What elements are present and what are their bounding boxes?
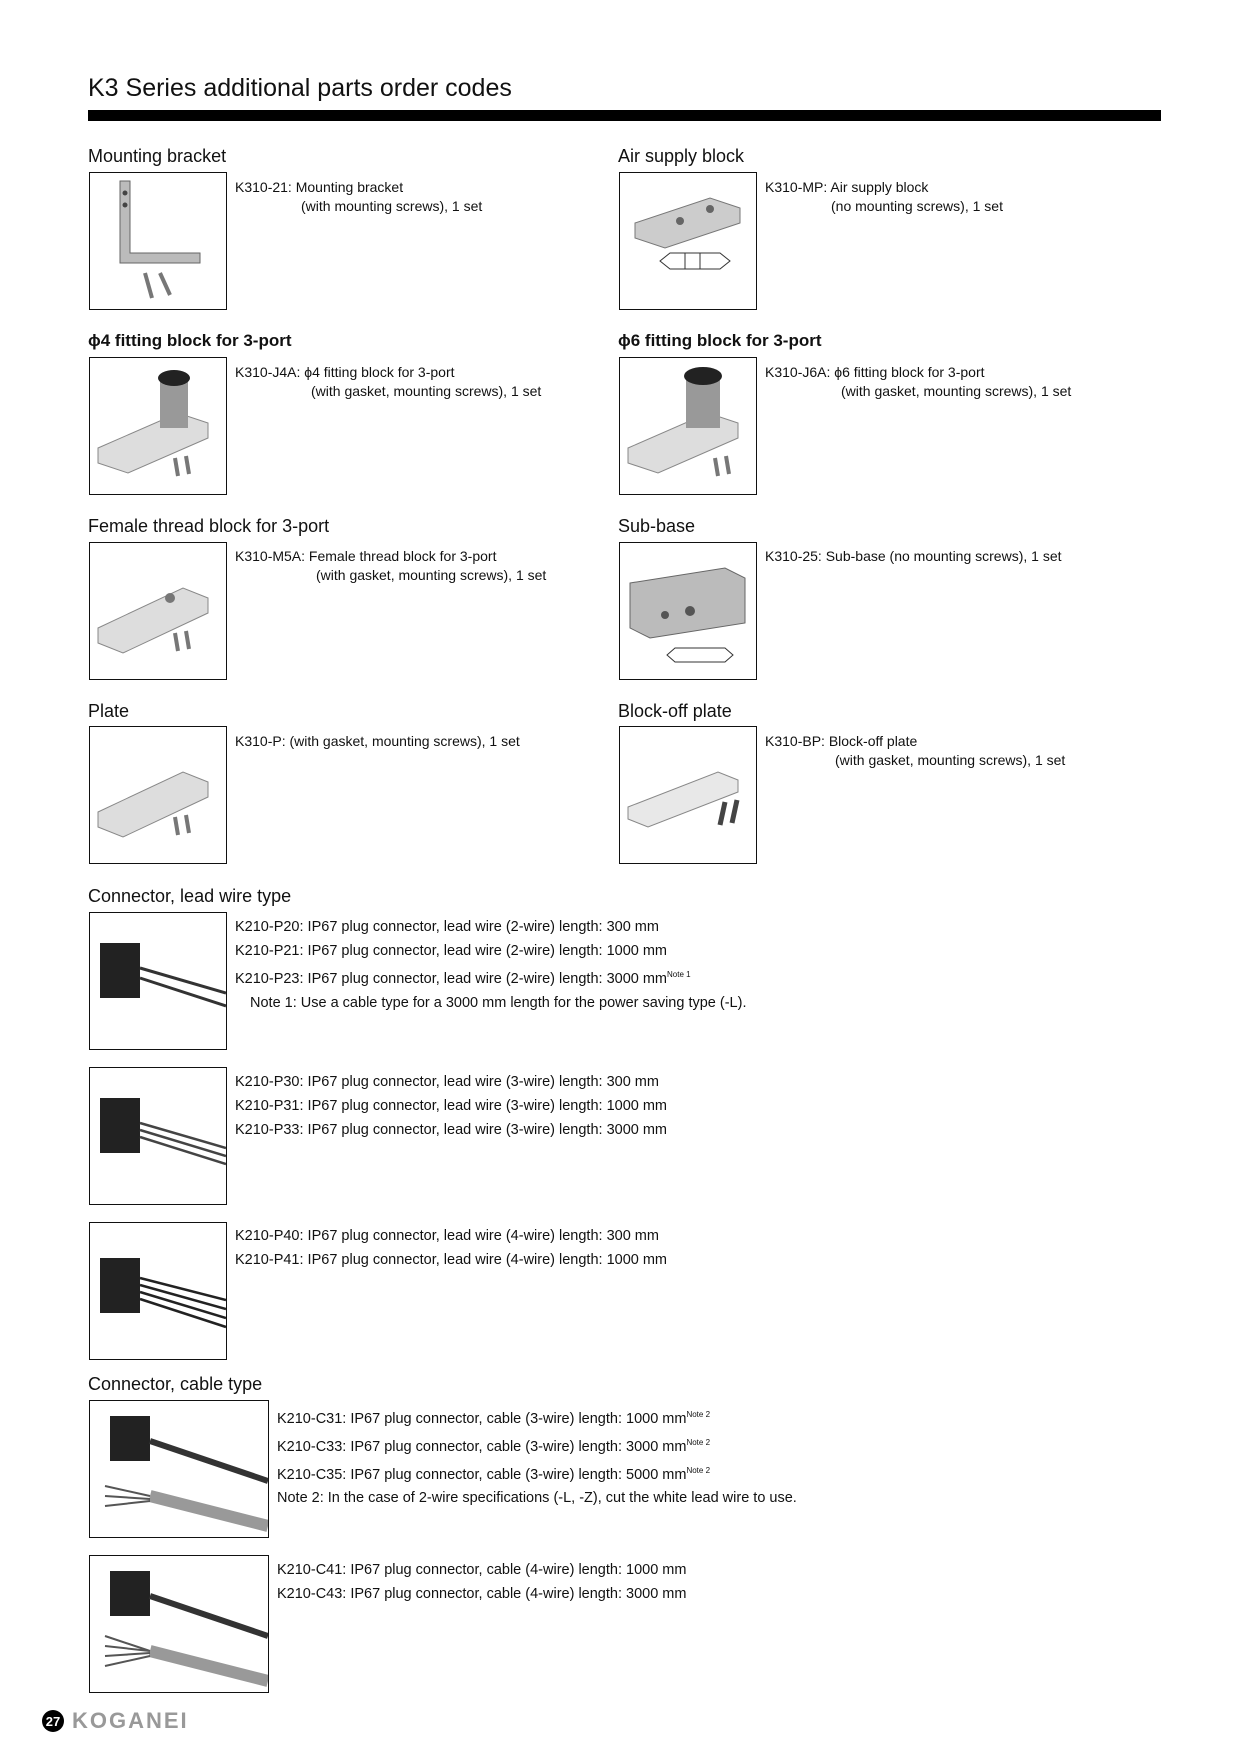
order-line: K210-C41: IP67 plug connector, cable (4-… (277, 1562, 687, 1578)
order-line: K310-21: Mounting bracket (235, 179, 404, 195)
air-supply-block-image (619, 172, 757, 310)
order-line: (with gasket, mounting screws), 1 set (841, 383, 1072, 399)
phi4-fitting-block-image (89, 357, 227, 495)
lead-4wire-image (89, 1222, 227, 1360)
female-thread-block-image (89, 542, 227, 680)
heading-sub-base: Sub-base (618, 516, 696, 536)
order-line: (with mounting screws), 1 set (301, 198, 483, 214)
note-2: Note 2: In the case of 2-wire specificat… (277, 1490, 797, 1507)
page-number: 27 (42, 1710, 64, 1732)
page-title: K3 Series additional parts order codes (88, 74, 512, 102)
heading-air-supply-block: Air supply block (618, 146, 745, 166)
plate-image (89, 726, 227, 864)
order-line-text: K210-C35: IP67 plug connector, cable (3-… (277, 1466, 687, 1483)
order-line: K310-M5A: Female thread block for 3-port (235, 548, 497, 564)
block-off-plate-image (619, 726, 757, 864)
order-line-text: K210-C33: IP67 plug connector, cable (3-… (277, 1438, 687, 1455)
phi4-fitting-block-desc: K310-J4A: ϕ4 fitting block for 3-port (wi… (235, 363, 541, 401)
order-line: K310-MP: Air supply block (765, 179, 929, 195)
footer: 27 KOGANEI (42, 1708, 189, 1734)
lead-2wire-list: K210-P20: IP67 plug connector, lead wire… (235, 915, 746, 1015)
order-line: K210-P41: IP67 plug connector, lead wire… (235, 1252, 668, 1268)
order-line: K310-25: Sub-base (no mounting screws), … (765, 548, 1062, 564)
note-ref: Note 2 (686, 1410, 711, 1419)
plate-desc: K310-P: (with gasket, mounting screws), … (235, 732, 520, 751)
order-line: K310-P: (with gasket, mounting screws), … (235, 733, 520, 749)
order-line: K310-BP: Block-off plate (765, 733, 918, 749)
order-line: K210-P31: IP67 plug connector, lead wire… (235, 1098, 668, 1114)
air-supply-block-desc: K310-MP: Air supply block (no mounting sc… (765, 178, 1003, 216)
order-line: K210-P21: IP67 plug connector, lead wire… (235, 943, 668, 959)
order-line: K210-C31: IP67 plug connector, cable (3-… (277, 1403, 797, 1431)
heading-mounting-bracket: Mounting bracket (88, 146, 227, 166)
brand-logo: KOGANEI (72, 1708, 189, 1733)
note-ref: Note 1 (667, 970, 691, 979)
sub-base-desc: K310-25: Sub-base (no mounting screws), … (765, 547, 1062, 566)
cable-4wire-image (89, 1555, 270, 1693)
order-line: K310-J4A: ϕ4 fitting block for 3-port (235, 364, 455, 380)
order-line: K210-P23: IP67 plug connector, lead wire… (235, 963, 746, 991)
female-thread-block-desc: K310-M5A: Female thread block for 3-port… (235, 547, 546, 585)
order-line: K210-C35: IP67 plug connector, cable (3-… (277, 1459, 797, 1487)
heading-plate: Plate (88, 701, 130, 721)
heading-phi4-fitting-block: ϕ4 fitting block for 3-port (88, 331, 292, 350)
lead-4wire-list: K210-P40: IP67 plug connector, lead wire… (235, 1224, 667, 1272)
order-line: K210-P33: IP67 plug connector, lead wire… (235, 1122, 668, 1138)
heading-phi6-fitting-block: ϕ6 fitting block for 3-port (618, 331, 822, 350)
cable-4wire-list: K210-C41: IP67 plug connector, cable (4-… (277, 1558, 686, 1606)
phi6-fitting-block-desc: K310-J6A: ϕ6 fitting block for 3-port (wi… (765, 363, 1071, 401)
title-rule (88, 110, 1161, 121)
order-line: (with gasket, mounting screws), 1 set (835, 752, 1066, 768)
order-line: (with gasket, mounting screws), 1 set (316, 567, 547, 583)
order-line-text: K210-P23: IP67 plug connector, lead wire… (235, 970, 668, 987)
order-line: K310-J6A: ϕ6 fitting block for 3-port (765, 364, 985, 380)
heading-block-off-plate: Block-off plate (618, 701, 732, 721)
note-ref: Note 2 (686, 1465, 711, 1475)
order-line: K210-P40: IP67 plug connector, lead wire… (235, 1228, 659, 1244)
order-line: K210-C33: IP67 plug connector, cable (3-… (277, 1431, 797, 1459)
heading-cable-connector: Connector, cable type (88, 1374, 263, 1394)
order-line: K210-C43: IP67 plug connector, cable (4-… (277, 1586, 687, 1602)
order-line-text: K210-C31: IP67 plug connector, cable (3-… (277, 1410, 687, 1427)
lead-3wire-image (89, 1067, 227, 1205)
block-off-plate-desc: K310-BP: Block-off plate (with gasket, mo… (765, 732, 1065, 770)
heading-female-thread-block: Female thread block for 3-port (88, 516, 330, 536)
lead-2wire-image (89, 912, 227, 1050)
order-line: (with gasket, mounting screws), 1 set (311, 383, 542, 399)
lead-3wire-list: K210-P30: IP67 plug connector, lead wire… (235, 1070, 667, 1142)
note-1: Note 1: Use a cable type for a 3000 mm l… (250, 994, 747, 1011)
order-line: K210-P30: IP67 plug connector, lead wire… (235, 1074, 659, 1090)
note-ref: Note 2 (686, 1437, 711, 1447)
order-line: (no mounting screws), 1 set (831, 198, 1003, 214)
order-line: K210-P20: IP67 plug connector, lead wire… (235, 919, 659, 935)
sub-base-image (619, 542, 757, 680)
phi6-fitting-block-image (619, 357, 757, 495)
mounting-bracket-desc: K310-21: Mounting bracket (with mounting … (235, 178, 482, 216)
heading-lead-wire-connector: Connector, lead wire type (88, 886, 292, 906)
mounting-bracket-image (89, 172, 227, 310)
cable-3wire-list: K210-C31: IP67 plug connector, cable (3-… (277, 1403, 797, 1510)
cable-3wire-image (89, 1400, 270, 1538)
